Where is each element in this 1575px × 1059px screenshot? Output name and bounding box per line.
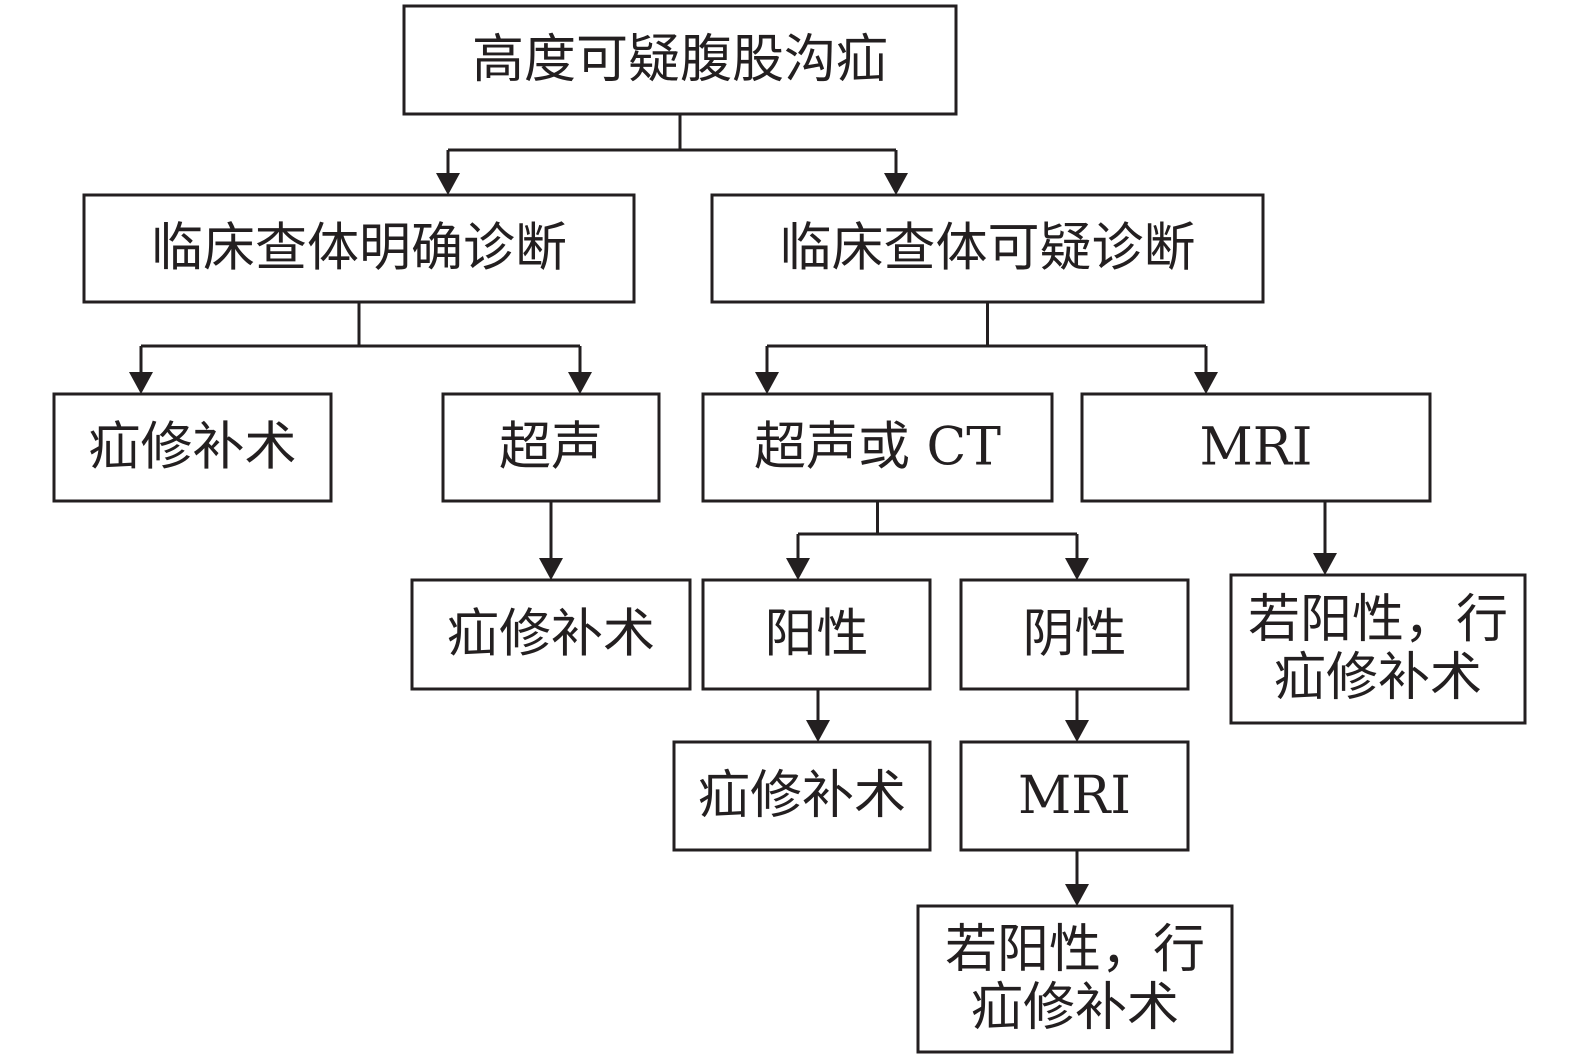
node-box bbox=[701, 578, 932, 691]
node-box bbox=[1080, 392, 1432, 503]
node-repair-2: 疝修补术 bbox=[410, 578, 692, 691]
arrowhead-clinical_suspect bbox=[884, 173, 908, 195]
node-label: 疝修补术 bbox=[88, 418, 296, 478]
node-label: 超声 bbox=[499, 418, 603, 478]
arrowhead-negative bbox=[1065, 558, 1089, 580]
connectors bbox=[129, 114, 1337, 906]
node-clinical-suspect: 临床查体可疑诊断 bbox=[710, 193, 1265, 304]
node-label: 阳性 bbox=[764, 605, 868, 665]
node-box bbox=[82, 193, 636, 304]
node-us-or-ct: 超声或 CT bbox=[701, 392, 1054, 503]
node-mri-1: MRI bbox=[1080, 392, 1432, 503]
node-label: 若阳性，行 bbox=[945, 920, 1205, 980]
node-negative: 阴性 bbox=[959, 578, 1190, 691]
node-box bbox=[710, 193, 1265, 304]
node-label: MRI bbox=[1018, 766, 1131, 826]
node-label: 疝修补术 bbox=[1274, 648, 1482, 708]
node-ultrasound: 超声 bbox=[441, 392, 661, 503]
node-label: 临床查体明确诊断 bbox=[151, 219, 567, 279]
arrowhead-repair_3 bbox=[806, 720, 830, 742]
node-root: 高度可疑腹股沟疝 bbox=[402, 4, 958, 116]
arrowhead-if_positive_2 bbox=[1065, 884, 1089, 906]
node-box bbox=[402, 4, 958, 116]
node-box bbox=[52, 392, 333, 503]
arrowhead-mri_2 bbox=[1065, 720, 1089, 742]
arrowhead-positive bbox=[786, 558, 810, 580]
node-label: MRI bbox=[1200, 418, 1313, 478]
arrowhead-ultrasound bbox=[568, 372, 592, 394]
arrowhead-mri_1 bbox=[1194, 372, 1218, 394]
node-label: 超声或 CT bbox=[754, 418, 1001, 478]
node-label: 临床查体可疑诊断 bbox=[779, 219, 1195, 279]
node-box bbox=[441, 392, 661, 503]
node-clinical-definite: 临床查体明确诊断 bbox=[82, 193, 636, 304]
node-box bbox=[959, 740, 1190, 852]
node-repair-3: 疝修补术 bbox=[672, 740, 932, 852]
node-mri-2: MRI bbox=[959, 740, 1190, 852]
arrowhead-repair_2 bbox=[539, 558, 563, 580]
node-box bbox=[701, 392, 1054, 503]
node-label: 疝修补术 bbox=[971, 978, 1179, 1038]
node-box bbox=[959, 578, 1190, 691]
node-box bbox=[410, 578, 692, 691]
arrowhead-if_positive_1 bbox=[1313, 553, 1337, 575]
node-box bbox=[1229, 573, 1527, 725]
node-box bbox=[672, 740, 932, 852]
arrowhead-us_or_ct bbox=[755, 372, 779, 394]
node-label: 高度可疑腹股沟疝 bbox=[472, 30, 888, 90]
node-repair-1: 疝修补术 bbox=[52, 392, 333, 503]
arrowhead-repair_1 bbox=[129, 372, 153, 394]
node-label: 若阳性，行 bbox=[1248, 590, 1508, 650]
node-label: 疝修补术 bbox=[698, 766, 906, 826]
node-label: 阴性 bbox=[1022, 605, 1126, 665]
node-box bbox=[916, 904, 1234, 1054]
node-positive: 阳性 bbox=[701, 578, 932, 691]
node-label: 疝修补术 bbox=[447, 605, 655, 665]
arrowhead-clinical_definite bbox=[436, 173, 460, 195]
